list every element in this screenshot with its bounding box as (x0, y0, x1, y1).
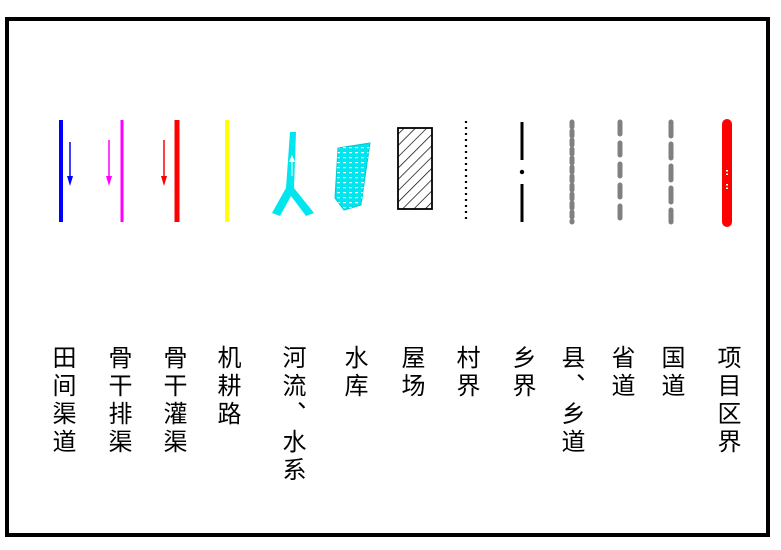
national-road-label: 国道 (657, 345, 685, 401)
county-township-road-label: 县、乡道 (557, 345, 585, 457)
river-water-system-symbol (272, 132, 314, 216)
main-drainage-canal-symbol (106, 120, 124, 222)
legend-frame (5, 17, 770, 537)
field-canal-label: 田间渠道 (48, 345, 76, 457)
main-irrigation-canal-symbol (161, 120, 180, 222)
residential-site-symbol (397, 127, 433, 210)
river-water-system-label: 河流、水系 (278, 345, 306, 485)
reservoir-symbol (334, 142, 371, 211)
main-irrigation-canal-label: 骨干灌渠 (159, 345, 187, 457)
provincial-road-label: 省道 (607, 345, 635, 401)
village-boundary-label: 村界 (452, 345, 480, 401)
field-canal-symbol (59, 120, 73, 222)
main-drainage-canal-label: 骨干排渠 (104, 345, 132, 457)
farm-road-label: 机耕路 (213, 345, 241, 429)
residential-site-label: 屋场 (397, 345, 425, 401)
reservoir-label: 水库 (340, 345, 368, 401)
township-boundary-label: 乡界 (508, 345, 536, 401)
project-boundary-label: 项目区界 (713, 345, 741, 457)
township-boundary-symbol (519, 122, 525, 222)
